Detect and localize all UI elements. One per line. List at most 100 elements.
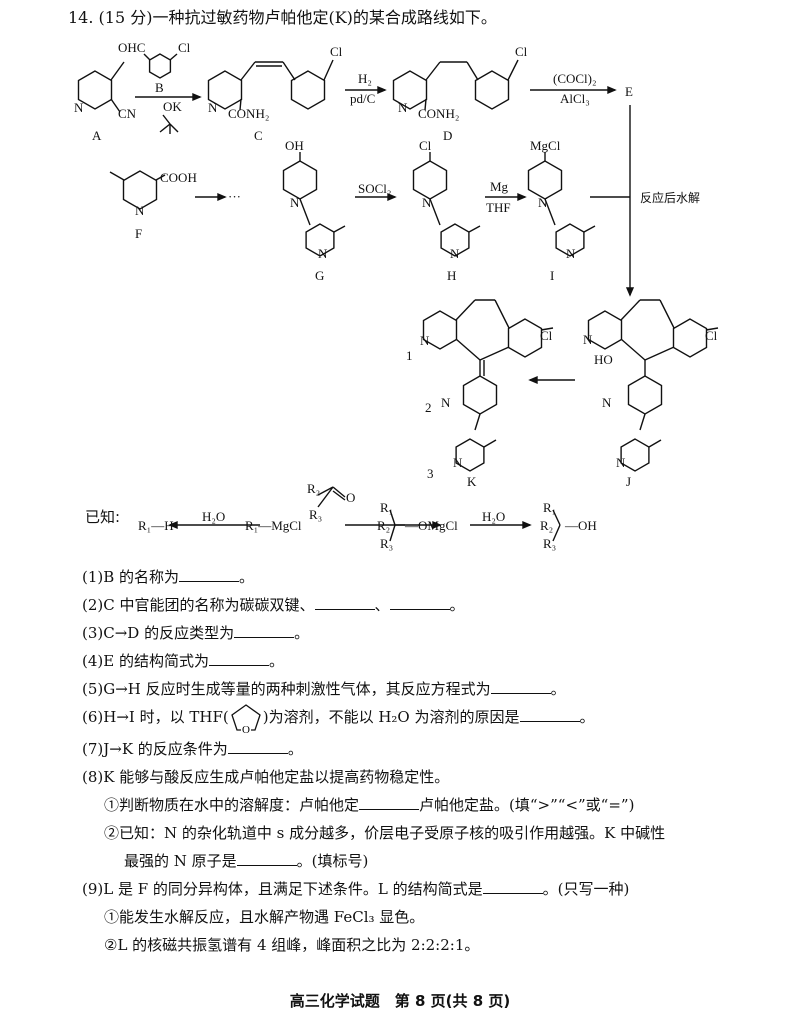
q8-1-end: 卢帕他定盐。(填“>”“<”或“=”) [419,796,635,814]
pyridine-ring [77,70,113,110]
q2-end: 。 [449,596,465,614]
bond [240,61,256,81]
bond [389,524,396,542]
bond [317,486,334,496]
q5-text: (5)G→H 反应时生成等量的两种刺激性气体，其反应方程式为 [82,680,491,698]
q6-text-2: )为溶剂，不能以 H₂O 为溶剂的原因是 [262,708,520,726]
benzene-ring [474,70,510,110]
question-7: (7)J→K 的反应条件为。 [82,738,303,759]
group-conh2: CONH₂ [228,106,269,121]
page-footer: 高三化学试题 第 8 页(共 8 页) [289,992,511,1010]
arrow-head [607,85,617,95]
arrow-head [377,85,387,95]
structure-bonds [77,53,719,542]
bond [155,174,166,181]
compound-label-i: I [550,268,554,283]
answer-blank [359,795,420,810]
piperidine-ring [462,375,498,415]
question-8-2: ②已知：N 的杂化轨道中 s 成分越多，价层电子受原子核的吸引作用越强。K 中碱… [104,824,666,842]
q1-end: 。 [239,568,255,586]
bond [109,171,125,181]
thf-oxygen: O [242,724,250,734]
atom-cl: Cl [178,40,191,55]
atom-n: N [290,195,300,210]
answer-blank [519,707,580,722]
pyridine-ring [305,223,335,257]
q8-2-text: 最强的 N 原子是 [124,852,237,870]
group-conh2: CONH₂ [418,106,459,121]
bond [425,61,441,81]
question-5: (5)G→H 反应时生成等量的两种刺激性气体，其反应方程式为。 [82,678,566,699]
bond [474,413,481,431]
group-ohc: OHC [118,40,145,55]
piperidine-ring [412,160,448,200]
atom-n: N [450,246,460,261]
compound-label-a: A [92,128,102,143]
question-9: (9)L 是 F 的同分异构体，且满足下述条件。L 的结构简式是 。(只写一种) [82,878,629,899]
bond [317,486,334,508]
reagent-pdc: pd/C [350,91,375,106]
arrow-head [192,92,202,102]
bond [544,198,556,226]
atom-n: N [135,203,145,218]
atom-n: N [318,246,328,261]
bond [239,98,242,111]
arrow-head [625,287,635,297]
bond [323,59,334,81]
answer-blank [234,623,295,638]
q3-text: (3)C→D 的反应类型为 [82,624,235,642]
arrow-head [517,192,527,202]
arrow-head [522,520,532,530]
answer-blank [490,679,551,694]
piperidine-ring [282,160,318,200]
bond [705,327,719,331]
question-1: (1)B 的名称为。 [82,566,254,587]
r1: R₁ [380,500,393,515]
atom-number-1: 1 [406,348,413,363]
piperidine-ring [527,160,563,200]
question-title: 14. (15 分)一种抗过敏药物卢帕他定(K)的某合成路线如下。 [68,8,497,27]
reagent-h2: H₂ [358,71,372,86]
atom-n: N [398,100,408,115]
question-8-1: ①判断物质在水中的溶解度：卢帕他定卢帕他定盐。(填“>”“<”或“=”) [104,794,634,815]
r3: R₃ [543,536,556,551]
q6-text: (6)H→I 时，以 THF( [82,708,229,726]
compound-label-b: B [155,80,164,95]
pyridine-ring [555,223,585,257]
bond [494,299,510,329]
q9-end: 。(只写一种) [542,880,630,898]
group-cn: CN [118,106,137,121]
benzene-ring [148,53,172,79]
atom-n: N [583,332,593,347]
bond [424,98,427,111]
bond [468,225,481,233]
atom-cl: Cl [705,328,718,343]
r2: R₂ [540,518,553,533]
ketone-r3: R₃ [309,507,322,522]
arrow-head [168,520,178,530]
compound-label-g: G [315,268,324,283]
reagent-oxalyl-chloride: (COCl)₂ [553,71,597,86]
reagent-thf: THF [486,200,511,215]
reagent-mg: Mg [490,179,509,194]
bond [620,299,641,321]
arrow-head [387,192,397,202]
atom-number-3: 3 [427,466,434,481]
bond [429,198,441,226]
hydrolysis-label: 反应后水解 [640,190,700,205]
question-9-1: ①能发生水解反应，且水解产物遇 FeCl₃ 显色。 [104,908,425,926]
bond [620,338,646,361]
bond [389,509,396,526]
known-prefix: 已知: [85,508,120,526]
bond [540,327,554,331]
bond [583,225,596,233]
r1: R₁ [543,500,556,515]
answer-blank [236,851,297,866]
compound-label-f: F [135,226,142,241]
answer-blank [314,595,375,610]
r2: R₂ [377,518,390,533]
bond [169,123,179,133]
q9-text: (9)L 是 F 的同分异构体，且满足下述条件。L 的结构简式是 [82,880,483,898]
bond [110,61,125,81]
